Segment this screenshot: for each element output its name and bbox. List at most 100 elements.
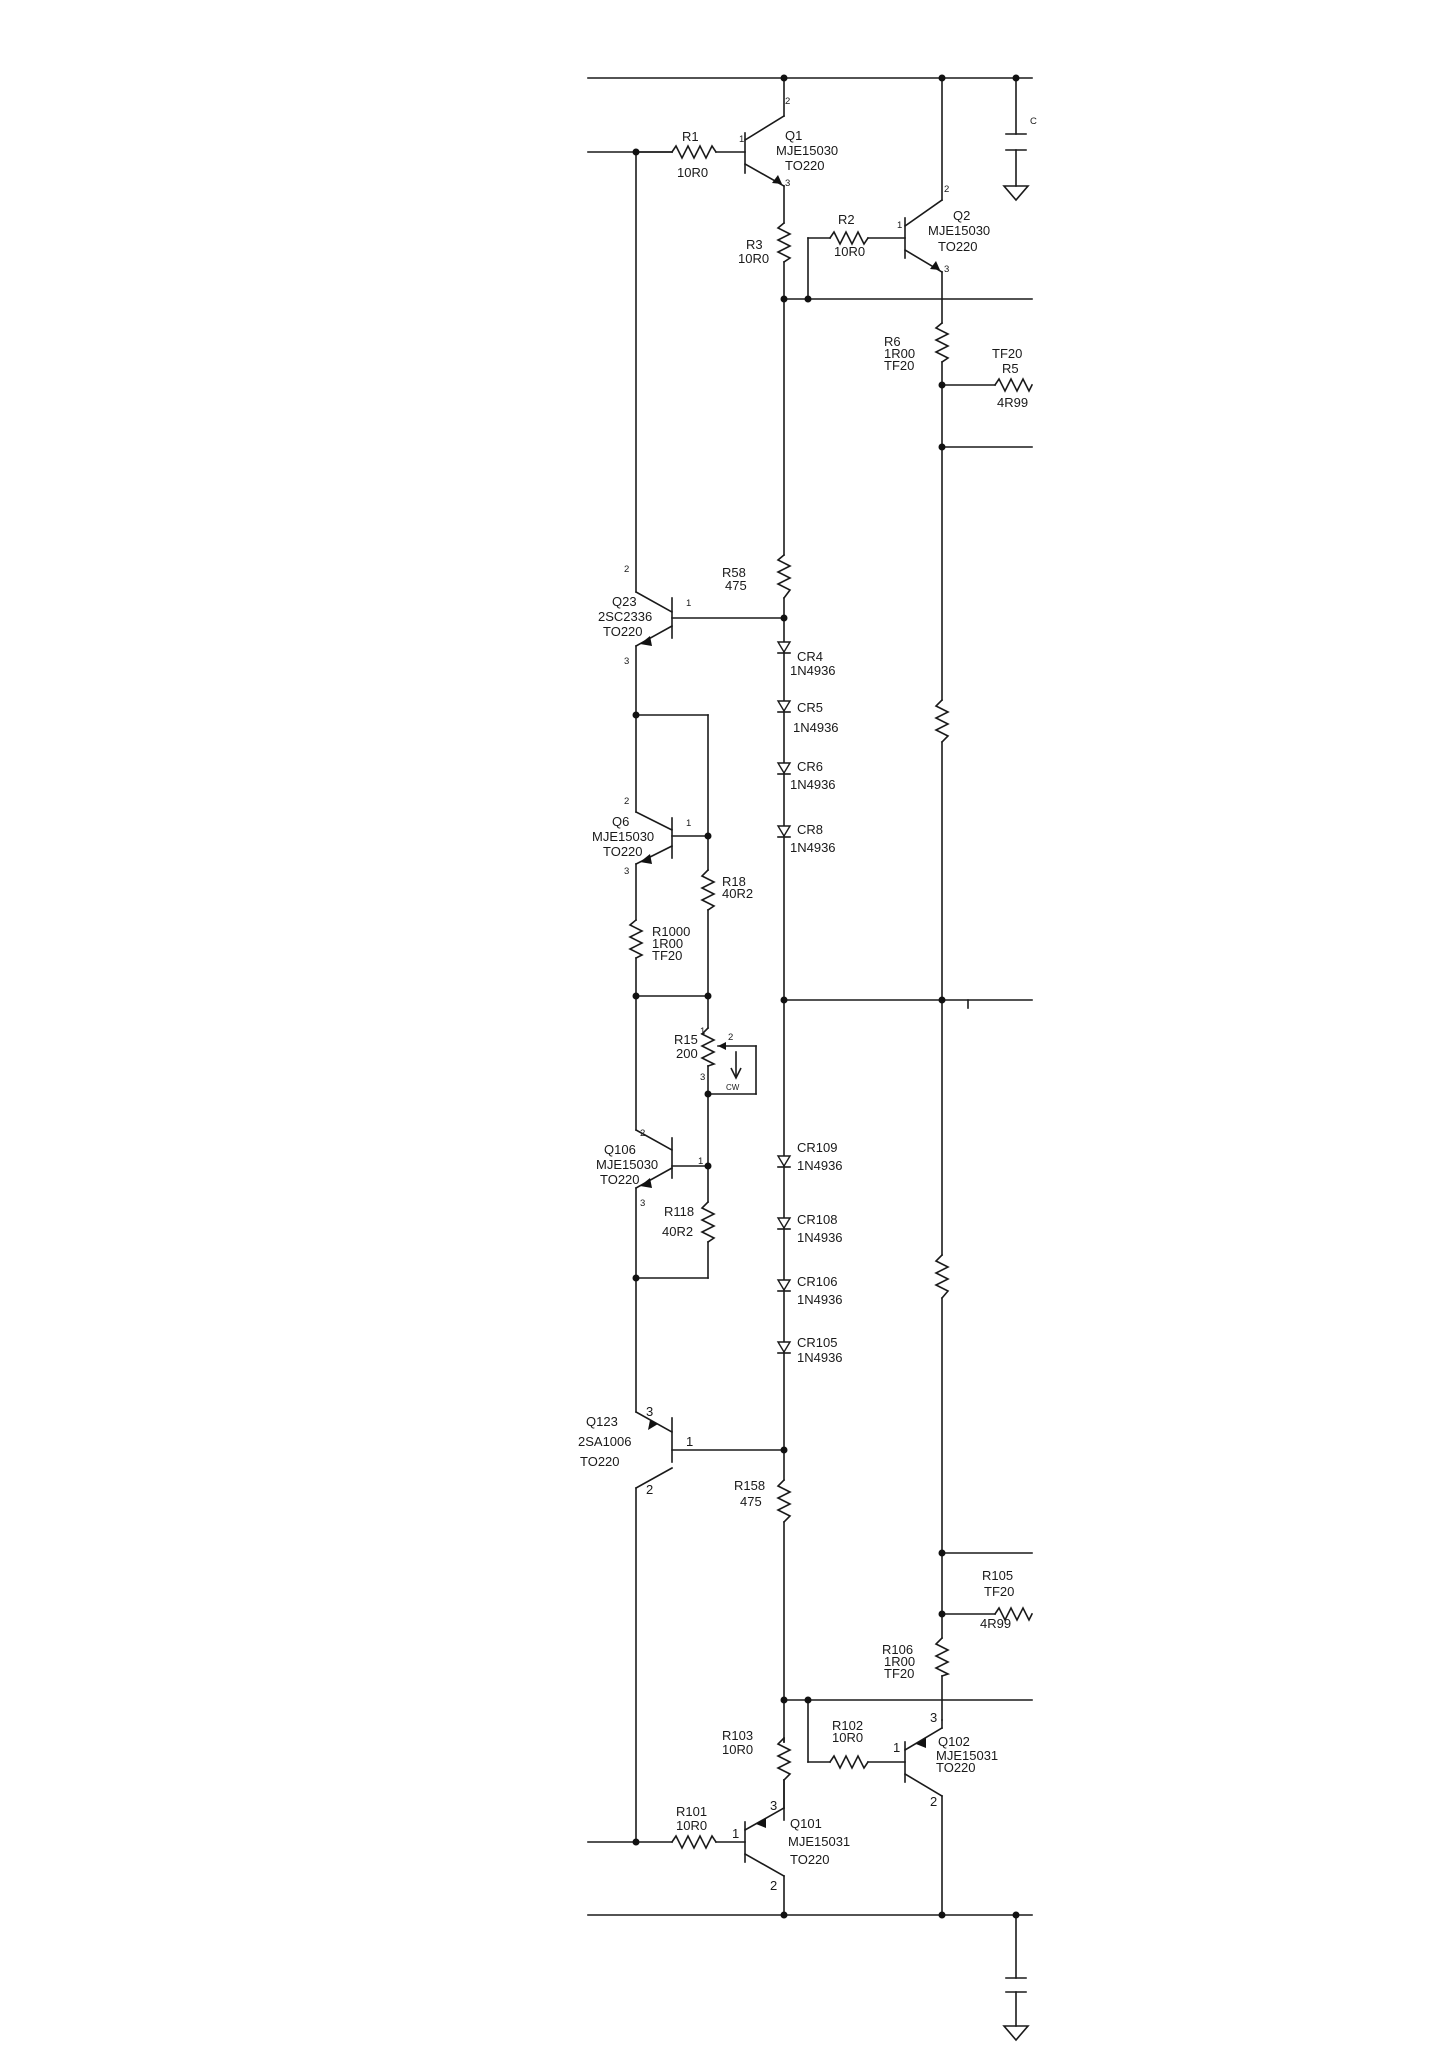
r106-ref: R106	[882, 1642, 913, 1657]
q123-pkg: TO220	[580, 1454, 620, 1469]
resistor-r158	[776, 1478, 792, 1524]
arrow-q1	[772, 175, 782, 184]
arrow-q2	[930, 261, 940, 270]
svg-text:CR109: CR109	[797, 1140, 837, 1155]
r158-value: 475	[740, 1494, 762, 1509]
diode-symbols	[776, 641, 792, 1354]
svg-text:CR4: CR4	[797, 649, 823, 664]
resistor-r118	[700, 1200, 716, 1244]
r18-ref: R18	[722, 874, 746, 889]
labels: R1 10R0 Q1 MJE15030 TO220 1 2 3 C R3 10R…	[578, 96, 1037, 1893]
diode-cr109	[776, 1155, 792, 1168]
q123-part: 2SA1006	[578, 1434, 632, 1449]
svg-text:1: 1	[686, 598, 691, 609]
resistor-r15	[700, 1026, 717, 1068]
emitter-arrows	[640, 175, 940, 1828]
q101-pkg: TO220	[790, 1852, 830, 1867]
resistor-r18	[700, 868, 716, 912]
svg-text:CR105: CR105	[797, 1335, 837, 1350]
junction-dots	[632, 74, 1020, 1919]
svg-text:2: 2	[624, 564, 629, 575]
resistor-symbols	[628, 144, 1034, 1850]
diode-cr106	[776, 1279, 792, 1292]
svg-text:2: 2	[640, 1128, 645, 1139]
q123-ref: Q123	[586, 1414, 618, 1429]
svg-text:CR106: CR106	[797, 1274, 837, 1289]
r106-value: 1R00	[884, 1654, 915, 1669]
svg-text:1N4936: 1N4936	[790, 840, 836, 855]
svg-text:1: 1	[732, 1826, 739, 1841]
svg-text:1: 1	[897, 220, 902, 231]
r3-ref: R3	[746, 237, 763, 252]
diode-cr4	[776, 641, 792, 654]
svg-text:1N4936: 1N4936	[793, 720, 839, 735]
pot-wiper: CW	[718, 1042, 742, 1092]
r105-tol: TF20	[984, 1584, 1014, 1599]
r58-ref: R58	[722, 565, 746, 580]
svg-text:1: 1	[686, 818, 691, 829]
svg-text:3: 3	[930, 1710, 937, 1725]
r15-ref: R15	[674, 1032, 698, 1047]
svg-text:1N4936: 1N4936	[797, 1230, 843, 1245]
q6-part: MJE15030	[592, 829, 654, 844]
svg-text:1: 1	[686, 1434, 693, 1449]
svg-text:CR5: CR5	[797, 700, 823, 715]
svg-text:CR108: CR108	[797, 1212, 837, 1227]
resistor-r105	[993, 1606, 1034, 1622]
q6-pkg: TO220	[603, 844, 643, 859]
r1-ref: R1	[682, 129, 699, 144]
r6-tol: TF20	[884, 358, 914, 373]
diode-cr108	[776, 1217, 792, 1230]
r2-value: 10R0	[834, 244, 865, 259]
svg-text:3: 3	[700, 1072, 705, 1083]
svg-text:1: 1	[700, 1026, 705, 1037]
r6-ref: R6	[884, 334, 901, 349]
svg-text:2: 2	[770, 1878, 777, 1893]
r105-value: 4R99	[980, 1616, 1011, 1631]
q102-ref: Q102	[938, 1734, 970, 1749]
diode-cr105	[776, 1341, 792, 1354]
resistor-r5	[993, 377, 1034, 393]
r5-ref: R5	[1002, 361, 1019, 376]
resistor-upper-mid	[934, 698, 950, 744]
q106-pkg: TO220	[600, 1172, 640, 1187]
resistor-r3	[776, 221, 792, 264]
arrow-q6	[640, 854, 652, 864]
svg-text:1: 1	[739, 134, 744, 145]
r101-value: 10R0	[676, 1818, 707, 1833]
svg-text:2: 2	[930, 1794, 937, 1809]
q1-pkg: TO220	[785, 158, 825, 173]
svg-text:2: 2	[728, 1032, 733, 1043]
resistor-r2	[828, 230, 870, 246]
r2-ref: R2	[838, 212, 855, 227]
r1-value: 10R0	[677, 165, 708, 180]
svg-text:1N4936: 1N4936	[797, 1292, 843, 1307]
r105-ref: R105	[982, 1568, 1013, 1583]
arrow-q106	[640, 1178, 652, 1188]
diode-cr5	[776, 700, 792, 713]
arrow-q23	[640, 636, 652, 646]
q1-part: MJE15030	[776, 143, 838, 158]
resistor-r106	[934, 1636, 951, 1678]
svg-text:3: 3	[624, 656, 629, 667]
q23-pkg: TO220	[603, 624, 643, 639]
resistor-r102	[828, 1754, 870, 1770]
q106-part: MJE15030	[596, 1157, 658, 1172]
r118-value: 40R2	[662, 1224, 693, 1239]
svg-text:C: C	[1030, 116, 1037, 127]
q101-part: MJE15031	[788, 1834, 850, 1849]
diode-cr8	[776, 825, 792, 838]
svg-text:1: 1	[893, 1740, 900, 1755]
svg-text:3: 3	[770, 1798, 777, 1813]
r101-ref: R101	[676, 1804, 707, 1819]
r102-ref: R102	[832, 1718, 863, 1733]
q2-pkg: TO220	[938, 239, 978, 254]
r106-tol: TF20	[884, 1666, 914, 1681]
r5-value: 4R99	[997, 395, 1028, 410]
wiring	[587, 77, 1033, 2027]
q106-ref: Q106	[604, 1142, 636, 1157]
resistor-r103	[776, 1736, 792, 1782]
svg-text:2: 2	[646, 1482, 653, 1497]
ground-symbols	[1002, 185, 1030, 2042]
svg-text:1N4936: 1N4936	[790, 777, 836, 792]
